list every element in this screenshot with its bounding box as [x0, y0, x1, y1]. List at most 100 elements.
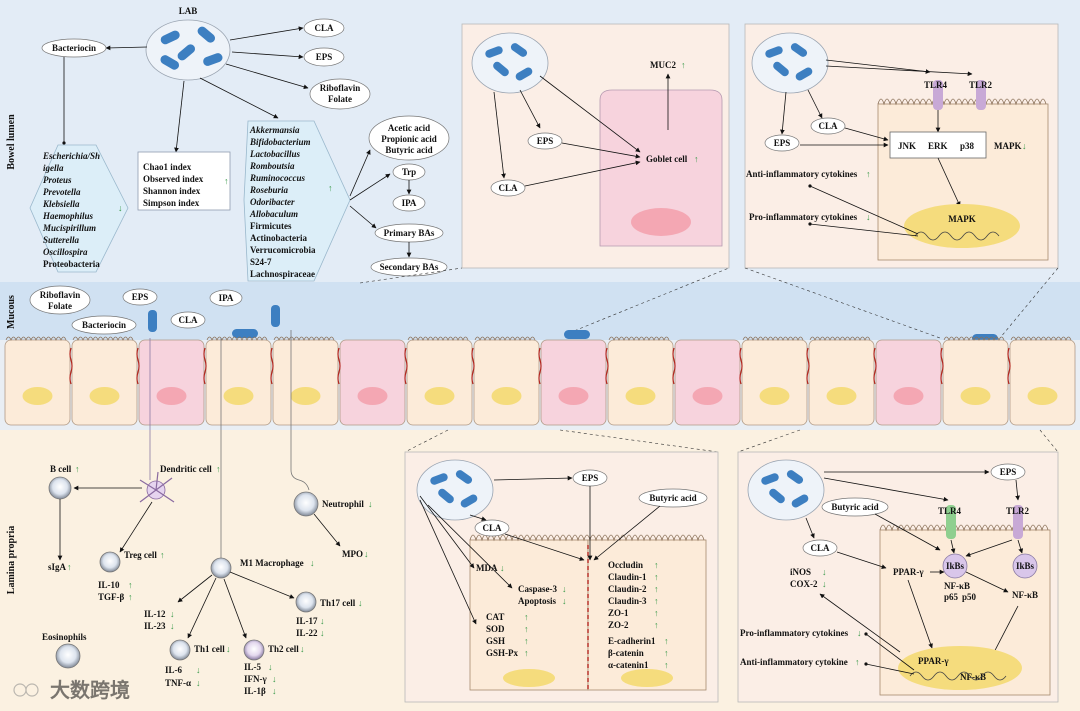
sod-label: SOD [486, 624, 505, 634]
tight-junction [940, 347, 944, 385]
bacteriocin-label: Bacteriocin [52, 43, 96, 53]
mpo-label: MPO [342, 549, 363, 559]
mda-arrow: ↓ [500, 563, 505, 573]
eosinophils-label: Eosinophils [42, 632, 87, 642]
neutrophil-label: Neutrophil [322, 499, 364, 509]
zo1-label: ZO-1 [608, 608, 629, 618]
mapk-cla-node [810, 117, 846, 135]
th1-arrow: ↓ [226, 644, 231, 654]
m1-arrow: ↓ [310, 558, 315, 568]
zo1-arrow: ↑ [654, 608, 659, 618]
gshpx-label: GSH-Px [486, 648, 519, 658]
taxon-4: Prevotella [43, 187, 81, 197]
taxon-5: Klebsiella [42, 199, 80, 209]
zo2-arrow: ↑ [654, 620, 659, 630]
nfkb-cla: CLA [810, 543, 830, 553]
diversity-arrow: ↑ [224, 176, 229, 186]
gain-taxon-13: Lachnospiraceae [250, 269, 315, 279]
inos-label: iNOS [790, 567, 811, 577]
th2-arrow: ↓ [300, 644, 305, 654]
mucous-cla: CLA [178, 315, 198, 325]
tight-junction [471, 347, 475, 385]
epithelial-cell-row [4, 336, 1076, 426]
bacteriocin-node [41, 38, 107, 58]
nucleus-ppar-label: PPAR-γ [918, 656, 949, 666]
dendritic-label: Dendritic cell [160, 464, 212, 474]
mucous-bacterium-1 [148, 310, 157, 332]
nfkb-p65: p65 [944, 592, 959, 602]
cell-microvilli [5, 336, 67, 341]
nfkb-pro-label: Pro-inflammatory cytokines [740, 628, 849, 638]
increased-bacteria-arrow: ↑ [328, 183, 333, 193]
nfkb-panel-bacteria [747, 459, 825, 521]
index-chao1: Chao1 index [143, 162, 192, 172]
enterocyte [406, 339, 473, 426]
th17-arrow: ↓ [358, 598, 363, 608]
tight-junction [404, 347, 408, 385]
il1b-arrow: ↓ [272, 686, 277, 696]
tight-junction [337, 347, 341, 385]
enterocyte [71, 339, 138, 426]
nfkb-anti-arrow: ↑ [855, 657, 860, 667]
zone-label-mucous: Mucous [6, 295, 17, 329]
muc2-label: MUC2 [650, 60, 676, 70]
barrier-butyric: Butyric acid [649, 493, 696, 503]
lab-outputs: CLA EPS Riboflavin Folate [225, 18, 371, 110]
tight-junction [605, 347, 609, 385]
nfkb-nucleus [898, 646, 1022, 690]
mapk-eps-label: EPS [774, 138, 791, 148]
zo2-label: ZO-2 [608, 620, 629, 630]
treg-icon [99, 551, 121, 573]
taxon-7: Mucispirillum [42, 223, 96, 233]
scfa-acetic: Acetic acid [388, 123, 430, 133]
sod-arrow: ↑ [524, 624, 529, 634]
nfkb-ikbs-2: IkBs [1016, 561, 1035, 571]
cell-nucleus [491, 387, 522, 405]
mucous-riboflavin: Riboflavin [40, 290, 81, 300]
il10-label: IL-10 [98, 580, 120, 590]
il5-label: IL-5 [244, 662, 262, 672]
th2-label: Th2 cell [268, 644, 299, 654]
cell-microvilli [809, 336, 871, 341]
lab-output-cla: CLA [314, 23, 334, 33]
barrier-panel-bacteria [416, 459, 494, 521]
watermark-text: 大数跨境 [50, 678, 130, 702]
cell-microvilli [1010, 336, 1072, 341]
nfkb-tlr2-receptor [1013, 505, 1023, 539]
nfkb-tlr4-label: TLR4 [938, 506, 962, 516]
mapk-anti-label: Anti-inflammatory cytokines [746, 169, 858, 179]
cell-microvilli [407, 336, 469, 341]
tight-junction [1007, 347, 1011, 385]
il10-arrow: ↑ [128, 580, 133, 590]
neutrophil-arrow: ↓ [368, 499, 373, 509]
mapk-label: MAPK [994, 141, 1022, 151]
eosinophil-icon [55, 643, 81, 669]
caspase-label: Caspase-3 [518, 584, 558, 594]
diversity-index-box [137, 151, 231, 211]
scfa-butyric: Butyric acid [385, 145, 432, 155]
goblet-cell-label: Goblet cell [646, 154, 688, 164]
claudin3-arrow: ↑ [654, 596, 659, 606]
nfkb-ppar-label: PPAR-γ [893, 567, 924, 577]
il23-arrow: ↓ [170, 621, 175, 631]
cell-nucleus [1027, 387, 1058, 405]
cell-microvilli [943, 336, 1005, 341]
enterocyte [1009, 339, 1076, 426]
cell-nucleus [223, 387, 254, 405]
nfkb-ikbs-1: IkBs [946, 561, 965, 571]
trp-label: Trp [402, 167, 416, 177]
mucous-riboflavin-node [29, 285, 91, 315]
cell-nucleus [692, 387, 723, 405]
mapk-pro-label: Pro-inflammatory cytokines [749, 212, 858, 222]
increased-bacteria-panel [243, 120, 351, 282]
inos-arrow: ↓ [822, 567, 827, 577]
enterocyte [942, 339, 1009, 426]
mucous-bacterium-4 [564, 330, 590, 339]
cell-microvilli [72, 336, 134, 341]
goblet-cell [138, 339, 205, 426]
enterocyte [741, 339, 808, 426]
tight-junction [873, 347, 877, 385]
tight-junction [69, 347, 73, 385]
cat-label: CAT [486, 612, 504, 622]
mpo-arrow: ↓ [364, 549, 369, 559]
